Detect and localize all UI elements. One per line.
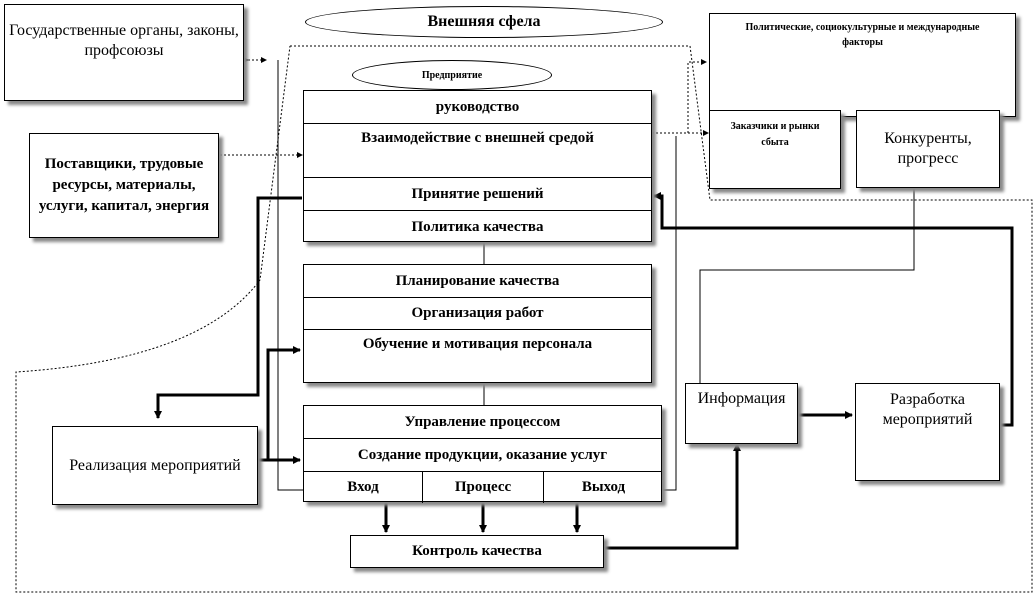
competitors-line — [699, 188, 915, 383]
political-arrow — [687, 59, 707, 133]
input-cell: Вход — [304, 472, 423, 503]
right-frame-line — [662, 136, 677, 491]
process-cell: Процесс — [423, 472, 544, 503]
left-frame-line — [277, 60, 303, 491]
competitors-box: Конкуренты, прогресс — [856, 110, 1000, 188]
io-row: Вход Процесс Выход — [304, 471, 661, 503]
process-management-row: Управление процессом — [404, 413, 561, 430]
quality-policy-row: Политика качества — [304, 210, 651, 243]
management-block: руководство Взаимодействие с внешней сре… — [303, 90, 652, 242]
control-to-information-arrow — [604, 443, 741, 550]
management-title: руководство — [435, 98, 520, 115]
organization-row: Организация работ — [304, 297, 651, 329]
training-row: Обучение и мотивация персонала — [304, 329, 651, 384]
political-factors-box: Политические, социокультурные и междунар… — [709, 13, 1016, 117]
decisions-to-implementation-arrow — [154, 196, 302, 419]
planning-block: Планирование качества Организация работ … — [303, 264, 652, 383]
state-bodies-box: Государственные органы, законы, профсоюз… — [4, 4, 244, 101]
external-env-boundary — [15, 45, 1033, 593]
quality-planning-row: Планирование качества — [395, 272, 560, 289]
process-block: Управление процессом Создание продукции,… — [303, 405, 662, 503]
enterprise-ellipse: Предприятие — [352, 60, 552, 90]
creation-row: Создание продукции, оказание услуг — [304, 438, 661, 471]
interaction-row: Взаимодействие с внешней средой — [304, 123, 651, 177]
development-box: Разработка мероприятий — [855, 383, 1000, 481]
decisions-row: Принятие решений — [304, 177, 651, 210]
quality-control-box: Контроль качества — [350, 535, 604, 568]
implementation-box: Реализация мероприятий — [52, 426, 258, 505]
suppliers-box: Поставщики, трудовые ресурсы, материалы,… — [29, 133, 219, 238]
information-box: Информация — [685, 383, 798, 444]
implementation-to-training-arrow — [266, 346, 301, 460]
customers-box: Заказчики и рынки сбыта — [709, 110, 841, 189]
development-to-decisions-arrow — [653, 192, 1014, 427]
output-cell: Выход — [581, 479, 626, 495]
external-env-ellipse: Внешняя сфела — [305, 6, 663, 38]
